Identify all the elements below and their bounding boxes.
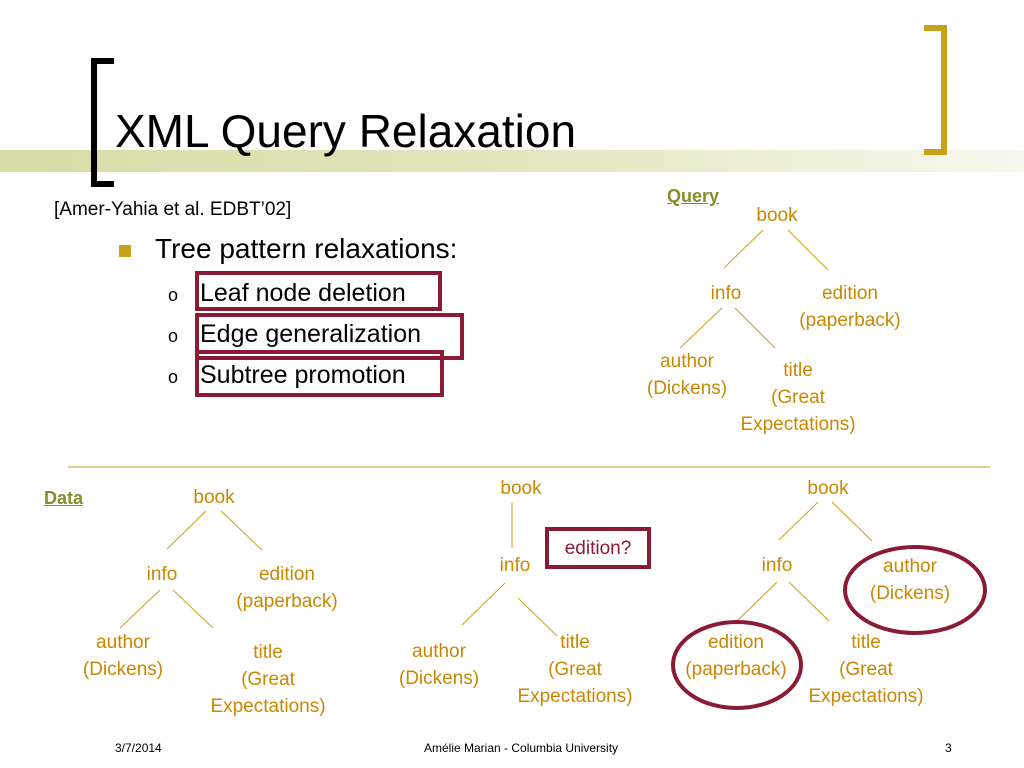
- data1-node-edition: edition (paperback): [236, 561, 337, 615]
- data2-node-info: info: [499, 555, 531, 576]
- data2-node-title: title (Great Expectations): [517, 629, 632, 710]
- edition-question-text: edition?: [564, 538, 632, 559]
- node-tag: title: [851, 632, 881, 653]
- node-tag: title: [253, 642, 283, 663]
- bullet-square-icon: [119, 245, 131, 257]
- node-value: Expectations): [740, 414, 856, 435]
- node-value: (Great: [241, 669, 295, 690]
- node-tag: title: [560, 632, 590, 653]
- data1-node-author: author (Dickens): [83, 629, 163, 683]
- node-tag: author: [412, 641, 466, 662]
- data3-node-author: author (Dickens): [870, 553, 950, 607]
- query-node-author: author (Dickens): [647, 348, 727, 402]
- left-bracket-decoration: [91, 58, 114, 187]
- right-bracket-decoration: [924, 25, 947, 155]
- footer-page-number: 3: [945, 741, 952, 755]
- title-accent-bar: [0, 150, 1024, 172]
- data1-node-info: info: [146, 564, 178, 585]
- sub-bullet-circle-icon: o: [168, 326, 179, 346]
- data3-node-edition: edition (paperback): [685, 629, 786, 683]
- data3-node-info: info: [761, 555, 793, 576]
- query-label: Query: [667, 186, 720, 206]
- node-value: Expectations): [808, 686, 924, 707]
- data2-node-book: book: [500, 478, 542, 499]
- sub-item-subtree-promotion: Subtree promotion: [200, 361, 406, 389]
- sub-item-leaf-node-deletion: Leaf node deletion: [200, 279, 406, 307]
- data1-node-book: book: [193, 487, 235, 508]
- node-value: (Dickens): [869, 583, 951, 604]
- node-value: (Great: [839, 659, 893, 680]
- query-node-book: book: [756, 205, 798, 226]
- footer-author: Amélie Marian - Columbia University: [424, 741, 619, 755]
- highlight-box-subtree-promotion: [195, 350, 444, 397]
- data3-node-book: book: [807, 478, 849, 499]
- footer-date: 3/7/2014: [115, 741, 162, 755]
- query-node-info: info: [710, 283, 742, 304]
- data3-node-title: title (Great Expectations): [808, 629, 923, 710]
- query-node-title: title (Great Expectations): [740, 357, 855, 438]
- data2-node-author: author (Dickens): [399, 638, 479, 692]
- citation: [Amer-Yahia et al. EDBT’02]: [54, 199, 292, 220]
- slide-title: XML Query Relaxation: [115, 105, 577, 157]
- highlight-ellipse-author: [843, 545, 987, 635]
- node-value: (paperback): [236, 591, 338, 612]
- node-value: Expectations): [210, 696, 326, 717]
- data1-node-title: title (Great Expectations): [210, 639, 325, 720]
- node-tag: author: [96, 632, 150, 653]
- node-value: (Dickens): [398, 668, 480, 689]
- highlight-box-edge-generalization: [195, 313, 464, 360]
- node-value: (paperback): [685, 659, 787, 680]
- highlight-ellipse-edition: [671, 620, 803, 710]
- node-value: Expectations): [517, 686, 633, 707]
- node-value: (Great: [548, 659, 602, 680]
- sub-item-edge-generalization: Edge generalization: [200, 320, 421, 348]
- sub-bullet-circle-icon: o: [168, 285, 179, 305]
- node-tag: edition: [821, 283, 878, 304]
- node-value: (Great: [771, 387, 825, 408]
- node-value: (Dickens): [82, 659, 164, 680]
- sub-bullet-circle-icon: o: [168, 367, 179, 387]
- edition-question-box: edition?: [545, 527, 651, 569]
- node-tag: edition: [258, 564, 315, 585]
- bullet-heading: Tree pattern relaxations:: [155, 233, 458, 264]
- highlight-box-leaf-deletion: [195, 271, 442, 311]
- node-value: (Dickens): [646, 378, 728, 399]
- node-tag: author: [883, 556, 937, 577]
- node-tag: edition: [707, 632, 764, 653]
- node-tag: title: [783, 360, 813, 381]
- node-value: (paperback): [799, 310, 901, 331]
- node-tag: author: [660, 351, 714, 372]
- data-label: Data: [44, 488, 84, 508]
- query-node-edition: edition (paperback): [799, 280, 900, 334]
